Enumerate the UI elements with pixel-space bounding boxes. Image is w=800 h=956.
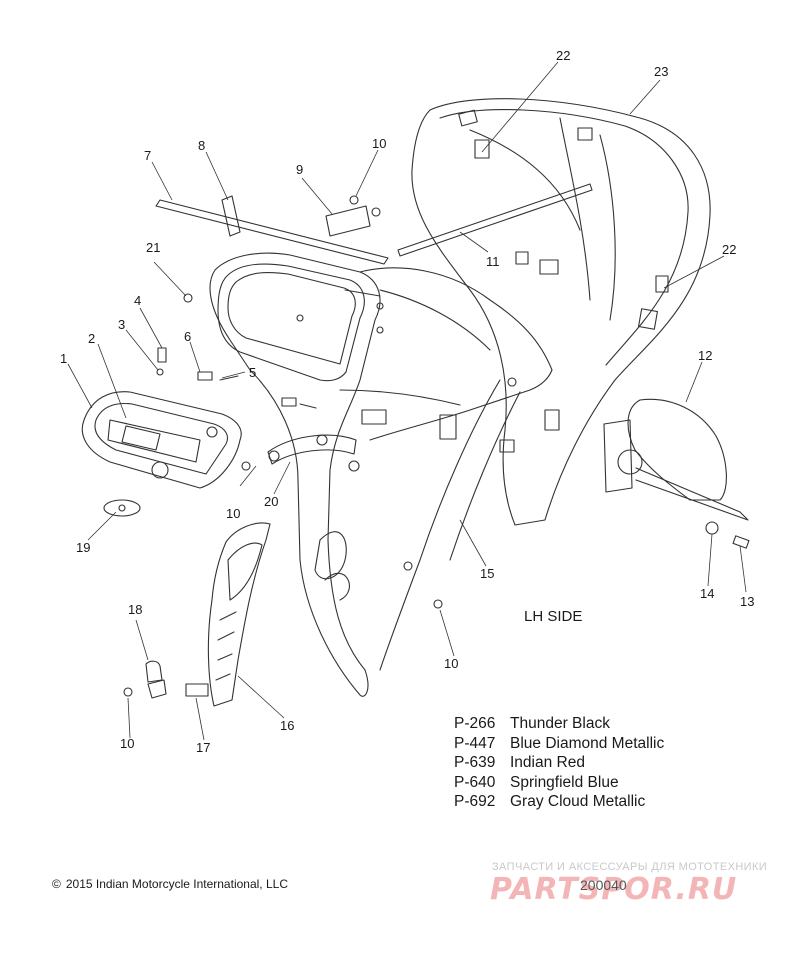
callout-4: 4 bbox=[134, 293, 141, 308]
callout-17: 17 bbox=[196, 740, 210, 755]
callout-22-top: 22 bbox=[556, 48, 570, 63]
callout-8: 8 bbox=[198, 138, 205, 153]
callout-19: 19 bbox=[76, 540, 90, 555]
copyright-notice: © 2015 Indian Motorcycle International, L… bbox=[52, 877, 288, 891]
callout-13: 13 bbox=[740, 594, 754, 609]
callout-16: 16 bbox=[280, 718, 294, 733]
callout-2: 2 bbox=[88, 331, 95, 346]
paint-code: P-640 bbox=[454, 773, 496, 791]
callout-20: 20 bbox=[264, 494, 278, 509]
curved-bracket-part bbox=[267, 434, 360, 472]
callout-7: 7 bbox=[144, 148, 151, 163]
callout-10-bottom: 10 bbox=[120, 736, 134, 751]
callout-21: 21 bbox=[146, 240, 160, 255]
paint-name: Blue Diamond Metallic bbox=[510, 734, 665, 752]
mirror-part bbox=[603, 398, 749, 521]
leader-lines bbox=[67, 61, 747, 741]
callout-6: 6 bbox=[184, 329, 191, 344]
paint-row: P-639 Indian Red bbox=[454, 753, 664, 773]
latch-parts bbox=[145, 660, 209, 699]
hinge-bracket-part bbox=[325, 195, 381, 237]
copyright-text: 2015 Indian Motorcycle International, LL… bbox=[65, 877, 288, 891]
knee-cover-part bbox=[207, 522, 271, 707]
callout-11: 11 bbox=[486, 254, 500, 269]
paint-name: Gray Cloud Metallic bbox=[510, 793, 646, 810]
callout-5: 5 bbox=[249, 365, 256, 380]
callout-14: 14 bbox=[700, 586, 714, 601]
paint-name: Springfield Blue bbox=[510, 773, 619, 791]
copyright-symbol: © bbox=[52, 877, 61, 891]
paint-name: Indian Red bbox=[510, 754, 585, 771]
callout-12: 12 bbox=[698, 348, 712, 363]
paint-row: P-447 Blue Diamond Metallic bbox=[454, 734, 664, 754]
paint-code: P-447 bbox=[454, 734, 496, 752]
paint-name: Thunder Black bbox=[510, 715, 610, 732]
outer-fairing-part bbox=[411, 98, 711, 526]
trim-strip-parts bbox=[155, 183, 593, 265]
paint-row: P-640 Springfield Blue bbox=[454, 773, 664, 793]
callout-10-right: 10 bbox=[444, 656, 458, 671]
callout-22-right: 22 bbox=[722, 242, 736, 257]
watermark-tagline: ЗАПЧАСТИ И АКСЕССУАРЫ ДЛЯ МОТОТЕХНИКИ bbox=[492, 861, 768, 873]
badge-part bbox=[103, 499, 141, 517]
storage-pocket-part bbox=[81, 391, 242, 489]
callout-10-top: 10 bbox=[372, 136, 386, 151]
paint-code: P-692 bbox=[454, 793, 496, 810]
callout-18: 18 bbox=[128, 602, 142, 617]
side-label: LH SIDE bbox=[524, 608, 583, 625]
paint-code: P-639 bbox=[454, 754, 496, 771]
fastener-parts bbox=[123, 293, 750, 697]
diagram-id: 200040 bbox=[580, 877, 627, 893]
callout-15: 15 bbox=[480, 566, 494, 581]
callout-3: 3 bbox=[118, 317, 125, 332]
inner-fairing-part bbox=[209, 252, 560, 697]
paint-code-table: P-266 Thunder Black P-447 Blue Diamond Met… bbox=[454, 714, 664, 812]
paint-code: P-266 bbox=[454, 715, 496, 732]
paint-row: P-266 Thunder Black bbox=[454, 714, 664, 734]
watermark-logo: PARTSPOR.RU bbox=[490, 872, 738, 907]
callout-10-left: 10 bbox=[226, 506, 240, 521]
callout-1: 1 bbox=[60, 351, 67, 366]
callout-23: 23 bbox=[654, 64, 668, 79]
paint-row: P-692 Gray Cloud Metallic bbox=[454, 792, 664, 812]
callout-9: 9 bbox=[296, 162, 303, 177]
